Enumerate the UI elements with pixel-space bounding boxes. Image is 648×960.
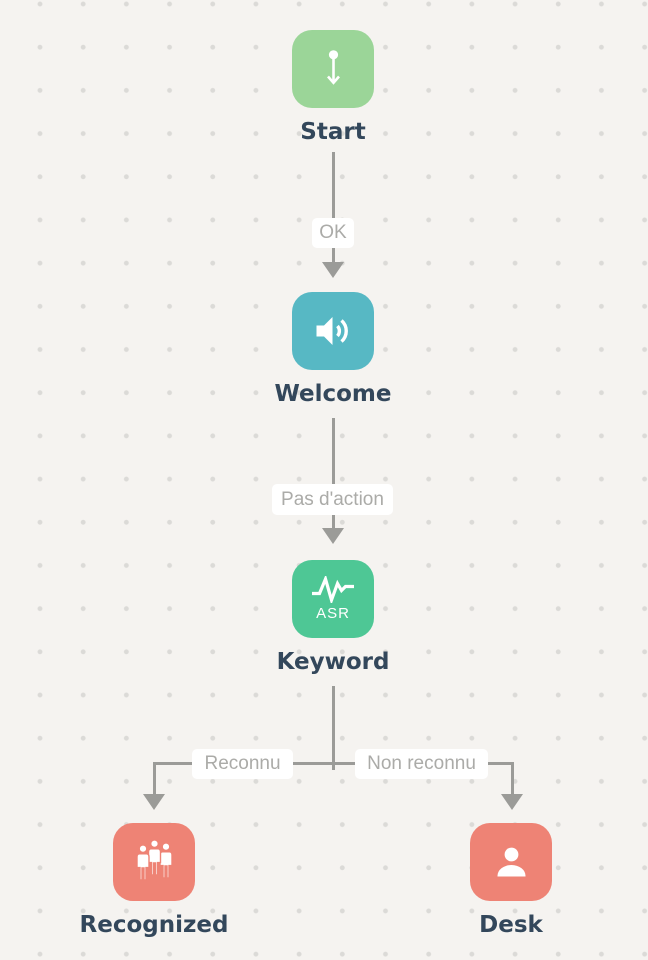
node-keyword[interactable]: ASR Keyword (243, 560, 423, 675)
edge-label-non-reconnu[interactable]: Non reconnu (355, 749, 488, 779)
edge-label-ok[interactable]: OK (312, 218, 354, 248)
node-label-start: Start (300, 119, 366, 145)
edge-start-welcome-line (331, 152, 335, 262)
arrowhead-down-icon (501, 794, 523, 810)
desk-icon-box[interactable] (470, 823, 552, 901)
node-label-keyword: Keyword (276, 649, 390, 675)
arrowhead-down-icon (322, 262, 344, 278)
arrowhead-down-icon (143, 794, 165, 810)
welcome-icon-box[interactable] (292, 292, 374, 370)
edge-keyword-branch-stem (331, 686, 335, 770)
speaker-icon (316, 317, 348, 345)
edge-label-reconnu[interactable]: Reconnu (192, 749, 293, 779)
node-welcome[interactable]: Welcome (243, 292, 423, 407)
keyword-icon-box[interactable]: ASR (292, 560, 374, 638)
node-desk[interactable]: Desk (421, 823, 601, 938)
waveform-icon (312, 576, 354, 603)
node-start[interactable]: Start (243, 30, 423, 145)
arrow-down-icon (326, 49, 340, 85)
node-label-desk: Desk (479, 912, 543, 938)
edge-welcome-keyword-line (331, 418, 335, 528)
recognized-icon-box[interactable] (113, 823, 195, 901)
arrowhead-down-icon (322, 528, 344, 544)
people-icon (135, 838, 173, 881)
start-icon-box[interactable] (292, 30, 374, 108)
edge-keyword-recognized-line (152, 764, 156, 795)
edge-keyword-desk-line (510, 764, 514, 795)
node-recognized[interactable]: Recognized (64, 823, 244, 938)
node-label-welcome: Welcome (274, 381, 392, 407)
edge-branch-horizontal-line (152, 762, 514, 765)
person-icon (497, 847, 525, 876)
asr-badge: ASR (316, 605, 350, 622)
edge-label-pas-daction[interactable]: Pas d'action (272, 484, 393, 515)
node-label-recognized: Recognized (79, 912, 229, 938)
